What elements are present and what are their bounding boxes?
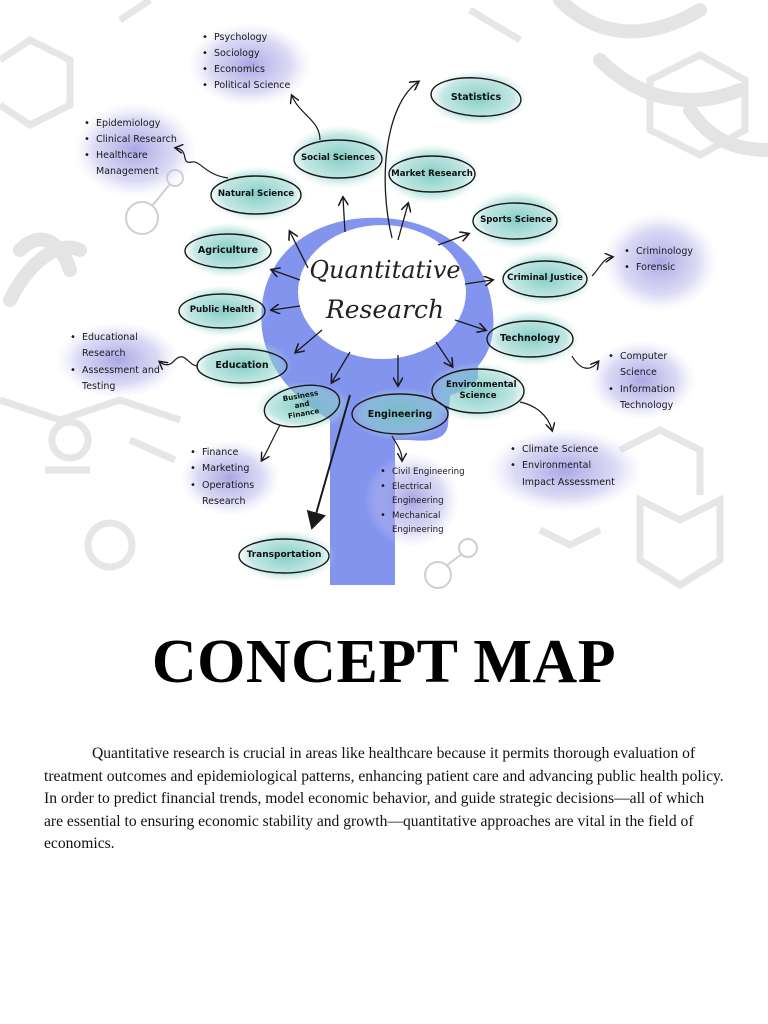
subtopic-item: Mechanical [380,509,478,524]
dna-decoration [3,0,768,307]
subtopic-item: Economics [202,62,320,78]
subtopics-technology: Computer Science Information Technology [606,349,706,414]
subtopics-education: Educational Research Assessment and Test… [68,330,180,395]
arrow-to-transportation [306,394,351,530]
node-education: Education [215,360,269,371]
subtopic-connectors [160,96,612,460]
node-statistics: Statistics [450,92,502,103]
subtopic-item: Science [620,367,657,379]
body-paragraph: Quantitative research is crucial in area… [44,745,724,852]
subtopics-social-sciences: Psychology Sociology Economics Political… [200,30,320,94]
subtopics-engineering: Civil Engineering Electrical Engineering… [378,465,478,538]
subtopic-item: Civil Engineering [380,465,478,480]
subtopic-item: Engineering [392,496,444,506]
node-criminal-justice: Criminal Justice [507,273,583,283]
subtopic-item: Engineering [392,525,444,535]
subtopic-item: Electrical [380,480,478,495]
connector-arrows [272,198,492,385]
arrow-to-statistics [384,82,418,239]
node-transportation: Transportation [246,550,322,560]
subtopics-environmental-science: Climate Science Environmental Impact Ass… [508,442,648,491]
subtopics-criminal-justice: Criminology Forensic [622,244,712,277]
node-sports-science: Sports Science [480,215,552,225]
subtopic-item: Climate Science [510,442,648,459]
subtopic-item: Political Science [202,78,320,94]
node-engineering: Engineering [367,409,433,420]
node-social-sciences: Social Sciences [300,153,376,163]
topic-outlines [178,77,588,574]
node-technology: Technology [499,333,561,344]
subtopic-item: Educational [70,330,180,347]
concept-map-figure: Quantitative Research Statistics Market … [0,0,768,600]
subtopic-item: Marketing [190,461,278,478]
subtopic-item: Testing [82,380,116,392]
subtopic-item: Information [608,382,706,399]
node-environmental-science: Environmental Science [446,380,517,401]
subtopic-item: Finance [190,445,278,462]
center-title-line2: Research [325,295,445,324]
node-agriculture: Agriculture [197,245,259,256]
subtopic-item: Computer [608,349,706,366]
page-title: CONCEPT MAP [151,628,617,696]
subtopic-item: Criminology [624,244,712,261]
node-market-research: Market Research [391,169,473,179]
center-title-line1: Quantitative [309,256,461,284]
subtopic-item: Impact Assessment [522,476,615,488]
subtopics-business-and-finance: Finance Marketing Operations Research [188,445,278,510]
node-natural-science: Natural Science [217,189,295,199]
subtopic-item: Epidemiology [84,116,192,132]
subtopic-item: Management [96,166,159,177]
subtopic-item: Assessment and [70,363,180,380]
subtopic-item: Technology [620,399,674,411]
center-bubble [298,225,466,359]
subtopic-item: Psychology [202,30,320,46]
subtopics-natural-science: Epidemiology Clinical Research Healthcar… [82,116,192,180]
subtopic-item: Environmental [510,458,648,475]
subtopic-item: Clinical Research [84,132,192,148]
subtopic-item: Forensic [624,260,712,277]
subtopic-item: Research [82,348,126,360]
background-decoration [0,0,749,590]
subtopic-item: Operations [190,478,278,495]
node-public-health: Public Health [189,305,255,315]
subtopic-item: Research [202,495,246,507]
subtopic-item: Healthcare [84,148,192,164]
subtopic-item: Sociology [202,46,320,62]
